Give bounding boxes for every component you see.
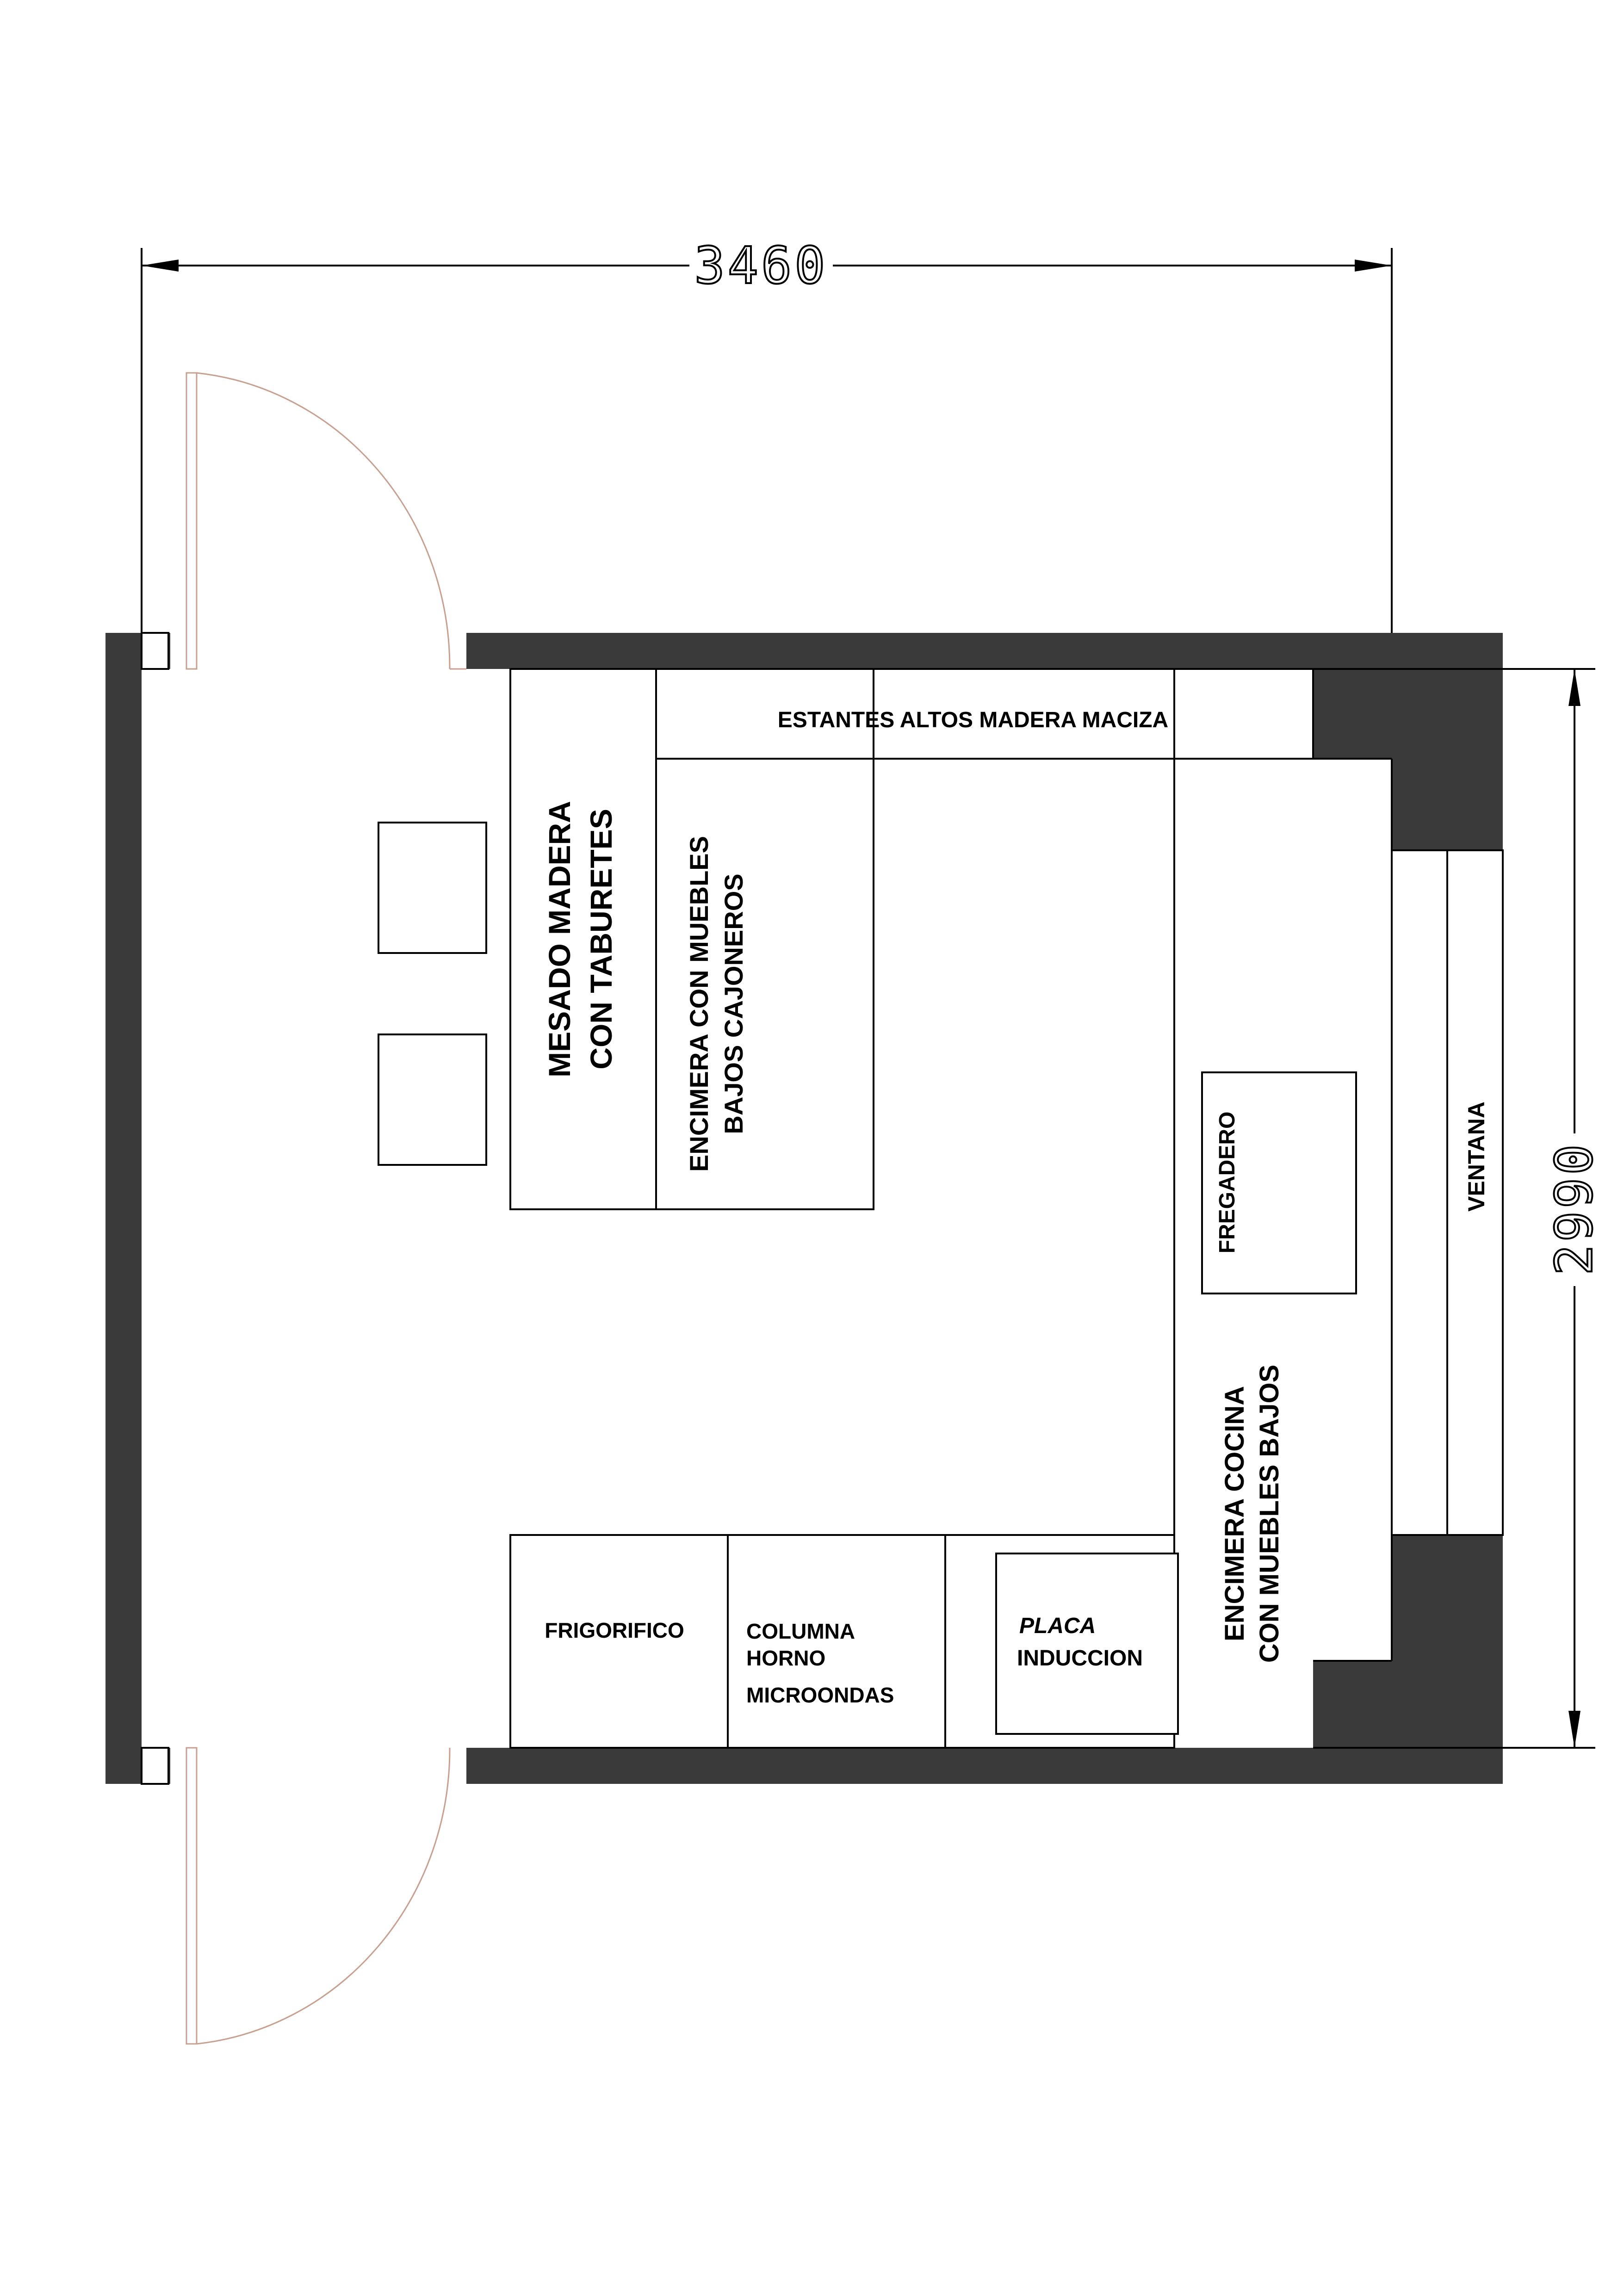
upper-shelves: ESTANTES ALTOS MADERA MACIZA [655, 668, 1314, 760]
island: MESADO MADERA CON TABURETES ENCIMERA CON… [509, 668, 874, 1210]
sink-label: FREGADERO [1215, 1112, 1240, 1254]
height-value: 2990 [1544, 1142, 1604, 1275]
door-swing-arc-top [196, 372, 451, 669]
door-leaf-top [186, 372, 198, 670]
appliance-row: FRIGORIFICO COLUMNA HORNO MICROONDAS PLA… [509, 1534, 1179, 1749]
window: VENTANA [1391, 849, 1504, 1536]
width-value: 3460 [694, 236, 828, 295]
counter-outline [948, 759, 1175, 1536]
door-jamb-bottom [141, 1747, 169, 1785]
height-arrow-top [1568, 669, 1581, 706]
door-leaf-bottom [186, 1747, 198, 2045]
sink [1201, 1071, 1357, 1294]
bar-counter [509, 668, 657, 1210]
left-wall [105, 633, 142, 1784]
right-wall-upper [1392, 633, 1503, 850]
bar-label-line2: CON TABURETES [584, 809, 618, 1069]
kitchen-label-line1: ENCIMERA COCINA [1220, 1386, 1250, 1641]
corner-pillar-bottom [1313, 1661, 1396, 1748]
stool [378, 1034, 487, 1166]
stool [378, 822, 487, 954]
drawer-label-line1: ENCIMERA CON MUEBLES [684, 836, 713, 1172]
height-dimension: 2990 [1313, 668, 1605, 1749]
width-arrow-right [1355, 260, 1392, 272]
door-bottom[interactable] [186, 1747, 451, 2045]
hob-label-line2: INDUCCION [1017, 1646, 1143, 1671]
hob-label-line1: PLACA [1019, 1614, 1096, 1638]
drawer-counter [655, 758, 874, 1210]
fridge-label: FRIGORIFICO [545, 1618, 684, 1642]
bottom-wall [466, 1748, 1503, 1784]
window-label: VENTANA [1463, 1102, 1489, 1212]
top-wall [466, 633, 1503, 669]
column-label-line2: HORNO [746, 1646, 825, 1670]
height-arrow-bottom [1568, 1711, 1581, 1748]
door-jamb-top [141, 632, 169, 670]
bar-label-line1: MESADO MADERA [542, 801, 576, 1077]
induction-hob [995, 1553, 1179, 1735]
kitchen-label-line2: CON MUEBLES BAJOS [1254, 1365, 1284, 1663]
shelves-label: ESTANTES ALTOS MADERA MACIZA [778, 708, 1168, 732]
width-arrow-left [142, 260, 179, 272]
corner-pillar-top [1313, 669, 1396, 759]
door-top[interactable] [186, 372, 466, 670]
drawer-label-line2: BAJOS CAJONEROS [719, 873, 748, 1134]
door-swing-arc-bottom [196, 1747, 451, 2045]
fridge [509, 1534, 729, 1749]
column-label-line3: MICROONDAS [746, 1683, 894, 1707]
right-wall-lower [1392, 1535, 1503, 1784]
kitchen-counter: FREGADERO ENCIMERA COCINA CON MUEBLES BA… [948, 758, 1393, 1663]
oven-column [727, 1534, 946, 1749]
column-label-line1: COLUMNA [746, 1619, 855, 1643]
width-dimension: 3460 [141, 235, 1393, 633]
walls [105, 633, 1503, 1784]
